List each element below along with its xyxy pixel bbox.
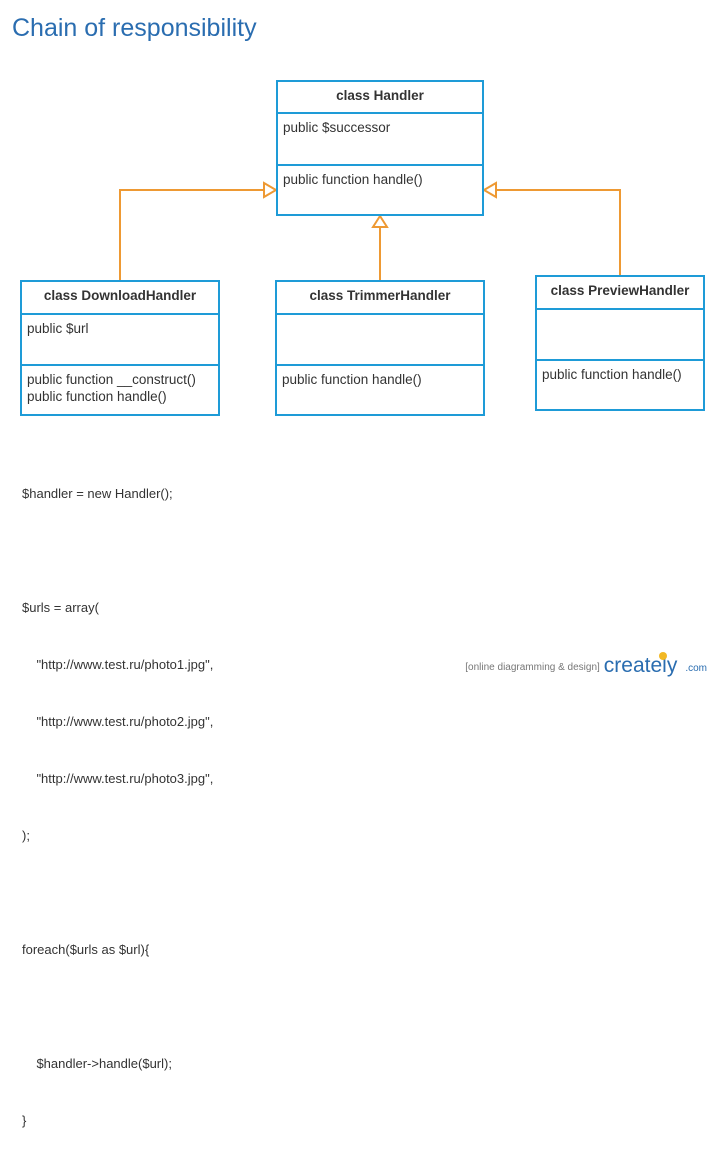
code-line: $handler = new Handler(); [22,486,173,501]
inheritance-line-preview [496,189,621,275]
code-line: foreach($urls as $url){ [22,942,150,957]
code-snippet: $handler = new Handler(); $urls = array(… [22,446,213,1149]
attributes-handler: public $successor [278,114,482,166]
methods-trimmer-handler: public function handle() [277,366,483,393]
creately-logo: creately [603,654,678,677]
lightbulb-icon [659,652,668,660]
inheritance-connectors [119,181,621,280]
method-handle: public function handle() [27,389,167,404]
inheritance-arrowhead-download [263,181,278,199]
method-construct: public function __construct() [27,372,196,387]
code-line: "http://www.test.ru/photo1.jpg", [22,657,214,672]
method-handle: public function handle() [542,367,682,382]
methods-handler: public function handle() [278,166,482,193]
attribute-successor: public $successor [283,120,391,135]
methods-download-handler: public function __construct() public fun… [22,366,218,410]
method-handle: public function handle() [282,372,422,387]
code-line: "http://www.test.ru/photo3.jpg", [22,771,214,786]
branding-tagline: [online diagramming & design] [465,662,600,673]
attributes-preview-handler [537,310,703,361]
creately-branding: [online diagramming & design] creately .… [465,652,707,678]
code-line: $urls = array( [22,600,99,615]
inheritance-arrowhead-trimmer [371,214,389,228]
code-line: $handler->handle($url); [22,1056,172,1071]
attributes-download-handler: public $url [22,315,218,366]
code-line: } [22,1113,27,1128]
attributes-trimmer-handler [277,315,483,366]
class-box-download-handler[interactable]: class DownloadHandler public $url public… [20,280,220,416]
inheritance-line-download [119,189,264,280]
diagram-title: Chain of responsibility [12,14,257,42]
class-box-handler[interactable]: class Handler public $successor public f… [276,80,484,216]
code-line [22,883,213,902]
method-handle: public function handle() [283,172,423,187]
inheritance-arrowhead-preview [482,181,497,199]
class-name-trimmer-handler: class TrimmerHandler [277,282,483,315]
class-box-preview-handler[interactable]: class PreviewHandler public function han… [535,275,705,411]
class-name-preview-handler: class PreviewHandler [537,277,703,310]
branding-domain: .com [685,663,707,674]
code-line: ); [22,828,30,843]
code-line: "http://www.test.ru/photo2.jpg", [22,714,214,729]
class-name-handler: class Handler [278,82,482,114]
class-box-trimmer-handler[interactable]: class TrimmerHandler public function han… [275,280,485,416]
code-line [22,541,213,560]
code-line [22,997,213,1016]
attribute-url: public $url [27,321,89,336]
class-name-download-handler: class DownloadHandler [22,282,218,315]
methods-preview-handler: public function handle() [537,361,703,388]
